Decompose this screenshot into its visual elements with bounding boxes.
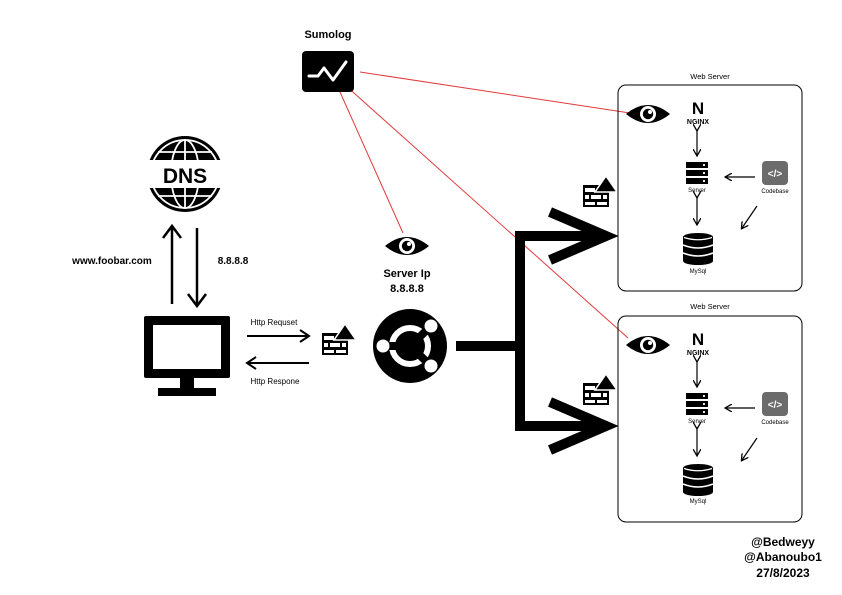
http-request-label: Http Requset — [251, 318, 298, 327]
db-label: MySql — [690, 499, 707, 505]
code-icon — [762, 161, 788, 185]
web-server-title: Web Server — [690, 302, 730, 311]
database-icon — [682, 463, 714, 497]
web-server-box — [617, 84, 803, 292]
dns-text: DNS — [163, 165, 207, 188]
codebase-block: </> Codebase — [761, 392, 789, 426]
eye-icon — [385, 237, 429, 255]
database-icon — [682, 232, 714, 266]
nginx-big: N — [692, 99, 704, 118]
nginx-logo: N NGINX — [687, 330, 710, 357]
ubuntu-icon — [373, 309, 447, 383]
codebase-label: Codebase — [761, 420, 789, 426]
dns-ip-label: 8.8.8.8 — [218, 256, 249, 267]
codebase-block: </> Codebase — [761, 161, 789, 195]
code-icon-glyph: </> — [768, 169, 783, 180]
nginx-small: NGINX — [687, 350, 710, 357]
nginx-logo: N NGINX — [687, 99, 710, 126]
credits: @Bedweyy @Abanoubo1 27/8/2023 — [744, 535, 822, 580]
chart-line-icon — [302, 51, 354, 92]
web-server-box — [617, 315, 803, 523]
globe-icon: DNS — [143, 136, 227, 212]
web-server-title: Web Server — [690, 72, 730, 81]
server-label: Server — [688, 419, 706, 425]
credit-line-3: 27/8/2023 — [756, 566, 810, 580]
response-arrow — [245, 356, 309, 370]
sumolog-node: Sumolog — [302, 29, 354, 92]
server-label: Server — [688, 188, 706, 194]
web-server-1: Web Server N NGINX Server </> Codebase M… — [617, 72, 803, 292]
nginx-big: N — [692, 330, 704, 349]
dns-node: DNS www.foobar.com 8.8.8.8 — [71, 136, 249, 309]
dns-domain-label: www.foobar.com — [71, 256, 152, 267]
credit-line-1: @Bedweyy — [751, 535, 815, 549]
credit-line-2: @Abanoubo1 — [744, 550, 822, 564]
firewall-icon — [582, 373, 618, 406]
load-balancer-ip: 8.8.8.8 — [390, 283, 424, 295]
monitoring-connections — [339, 71, 631, 339]
eye-icon — [626, 105, 670, 123]
codebase-label: Codebase — [761, 189, 789, 195]
http-response-label: Http Respone — [251, 377, 300, 386]
load-balancer-title: Server Ip — [383, 268, 430, 280]
sumolog-label: Sumolog — [304, 29, 351, 41]
deploy-arrow — [742, 205, 758, 228]
load-balancer-node: Server Ip 8.8.8.8 — [373, 237, 447, 383]
distribution-arrows — [456, 207, 619, 455]
server-stack-icon — [686, 162, 708, 184]
monitor-line-server1 — [359, 71, 631, 114]
db-label: MySql — [690, 269, 707, 275]
server-stack-icon — [686, 393, 708, 415]
code-icon — [762, 392, 788, 416]
firewall-icon — [582, 175, 618, 208]
monitor-line-server2 — [344, 84, 629, 339]
client-node: Http Requset Http Respone — [144, 316, 311, 396]
nginx-small: NGINX — [687, 119, 710, 126]
monitor-icon — [144, 316, 230, 396]
code-icon-glyph: </> — [768, 400, 783, 411]
dns-arrows — [162, 223, 207, 309]
request-arrow — [247, 329, 311, 343]
eye-icon — [626, 336, 670, 354]
deploy-arrow — [742, 437, 758, 460]
monitor-line-loadbalancer — [339, 91, 404, 234]
firewall-icon — [321, 323, 357, 356]
web-server-2: Web Server N NGINX Server </> Codebase M… — [617, 302, 803, 523]
